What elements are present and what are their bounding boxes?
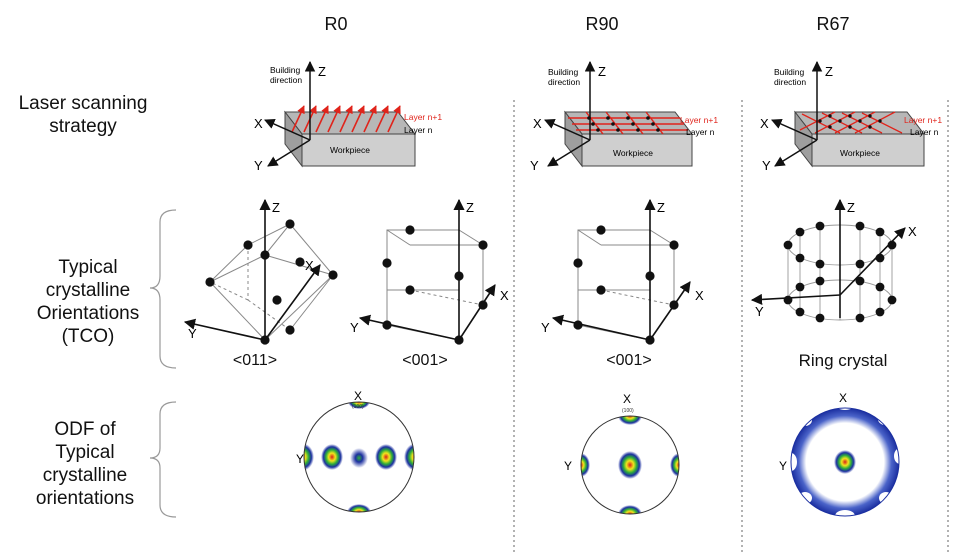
svg-text:Y: Y [779, 459, 787, 473]
svg-text:Y: Y [564, 459, 572, 473]
svg-text:Z: Z [847, 200, 855, 215]
svg-text:direction: direction [774, 77, 806, 87]
svg-text:Y: Y [755, 304, 764, 319]
svg-text:Y: Y [350, 320, 359, 335]
column-title-r90: R90 [585, 14, 619, 34]
svg-text:X: X [839, 391, 847, 405]
svg-text:Y: Y [541, 320, 550, 335]
svg-text:direction: direction [270, 75, 302, 85]
svg-text:X: X [305, 258, 314, 273]
tco-r0-001: Z X Y [350, 198, 509, 345]
svg-text:Y: Y [530, 158, 539, 173]
svg-text:Layer n: Layer n [404, 125, 433, 135]
svg-text:X: X [623, 392, 631, 406]
svg-text:Y: Y [188, 326, 197, 341]
svg-text:Y: Y [762, 158, 771, 173]
brace-tco [149, 209, 177, 369]
schematic-r67: Z X Y Building direction Layer n+1 Layer… [760, 60, 942, 173]
svg-text:(100): (100) [622, 408, 634, 414]
tco-caption-r90-001: <001> [606, 352, 652, 369]
schematic-r90: Z X Y Building direction Layer n+1 Layer… [530, 60, 718, 173]
svg-text:Building: Building [548, 67, 579, 77]
column-title-r0: R0 [324, 14, 348, 34]
tco-caption-r0-001: <001> [402, 352, 448, 369]
schematic-r0: Z X Y Building direction Layer n+1 Layer… [254, 60, 442, 173]
svg-text:Layer n: Layer n [910, 127, 939, 137]
svg-text:Workpiece: Workpiece [613, 148, 653, 158]
tco-caption-r67-ring: Ring crystal [798, 351, 888, 370]
svg-text:Z: Z [272, 200, 280, 215]
column-title-r67: R67 [816, 14, 850, 34]
svg-text:(100): (100) [352, 404, 364, 410]
svg-text:Layer n+1: Layer n+1 [680, 115, 718, 125]
svg-text:Z: Z [466, 200, 474, 215]
row-label-tco: Typical crystalline Orientations (TCO) [36, 257, 140, 347]
tco-caption-r0-011: <011> [232, 352, 278, 369]
svg-text:X: X [908, 224, 917, 239]
svg-text:X: X [533, 116, 542, 131]
brace-odf [149, 401, 177, 518]
svg-text:Z: Z [598, 64, 606, 79]
tco-r67-ring: Z X Y [750, 198, 917, 323]
svg-text:Building: Building [774, 67, 805, 77]
svg-text:X: X [695, 288, 704, 303]
svg-text:Building: Building [270, 65, 301, 75]
odf-r90-pole-figure: X (100) Y [564, 392, 680, 515]
svg-text:X: X [500, 288, 509, 303]
svg-text:Workpiece: Workpiece [330, 145, 370, 155]
svg-text:Z: Z [657, 200, 665, 215]
row-label-odf: ODF of Typical crystalline orientations [35, 419, 135, 509]
svg-text:Z: Z [318, 64, 326, 79]
odf-r67-pole-figure: X Y [779, 391, 906, 522]
svg-text:Y: Y [254, 158, 263, 173]
row-label-laser: Laser scanning strategy [18, 93, 148, 137]
tco-r0-011: Z X Y [183, 198, 338, 345]
svg-text:direction: direction [548, 77, 580, 87]
svg-text:Workpiece: Workpiece [840, 148, 880, 158]
svg-text:Z: Z [825, 64, 833, 79]
svg-text:Layer n+1: Layer n+1 [904, 115, 942, 125]
svg-text:X: X [254, 116, 263, 131]
tco-r90-001: Z X Y [541, 198, 704, 345]
svg-text:Y: Y [296, 452, 304, 466]
svg-text:X: X [760, 116, 769, 131]
svg-text:Layer n: Layer n [686, 127, 715, 137]
svg-text:X: X [354, 389, 362, 403]
svg-text:Layer n+1: Layer n+1 [404, 112, 442, 122]
odf-r0-pole-figure: X (100) Y [296, 389, 415, 513]
